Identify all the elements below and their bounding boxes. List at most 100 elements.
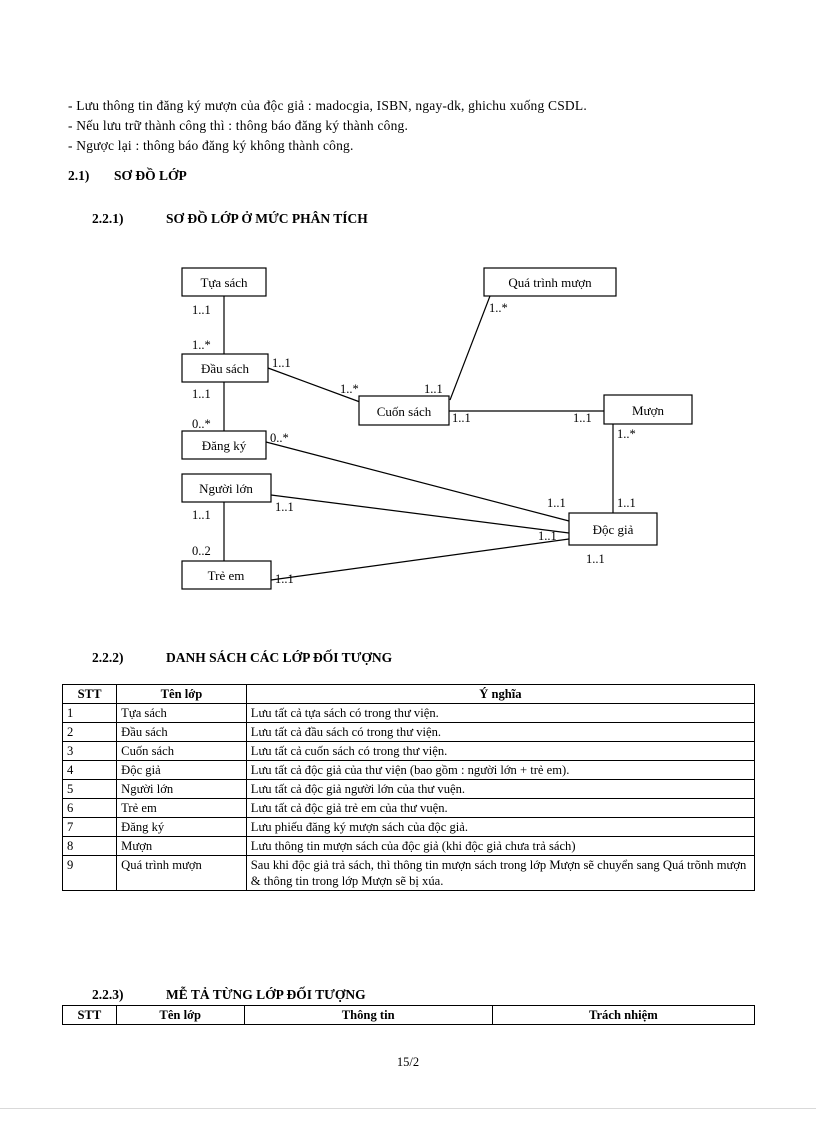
heading-2-2-2-number: 2.2.2) [92, 650, 124, 665]
class-box-nguoi-lon [181, 473, 272, 503]
header-stt: STT [61, 684, 118, 704]
class-box-tua-sach [181, 267, 267, 297]
heading-2-2-3-number: 2.2.3) [92, 987, 124, 1002]
table-row: 7 Đăng ký Lưu phiếu đăng ký mượn sách củ… [61, 817, 756, 837]
cell-stt: 7 [61, 817, 118, 837]
page-number: 15/2 [396, 1055, 420, 1069]
mult-nguoilon-docgia-right: 1..1 [538, 529, 557, 543]
table-object-classes: STT Tên lớp Ý nghĩa 1 Tựa sách Lưu tất c… [61, 684, 756, 891]
class-box-muon [603, 394, 693, 425]
cell-ten-lop: Trẻ em [116, 798, 247, 818]
mult-nguoilon-treem-bottom: 0..2 [192, 544, 211, 558]
cell-stt: 5 [61, 779, 118, 799]
assoc-line-treem-docgia [270, 538, 570, 581]
mult-muon-docgia-top: 1..* [617, 427, 636, 441]
mult-treem-docgia-left: 1..1 [275, 572, 294, 586]
table-row: 9 Quá trình mượn Sau khi độc giả trả sác… [61, 855, 756, 891]
cell-ten-lop: Đầu sách [116, 722, 247, 742]
page-bottom-rule [0, 1108, 816, 1109]
intro-line-2: - Nếu lưu trữ thành công thì : thông báo… [68, 118, 409, 133]
header-ten-lop: Tên lớp [115, 1005, 245, 1025]
class-label-tre-em: Trẻ em [208, 568, 245, 583]
header-ten-lop: Tên lớp [116, 684, 247, 704]
cell-y-nghia: Lưu tất cả tựa sách có trong thư viện. [245, 703, 756, 723]
heading-2-1-number: 2.1) [68, 168, 90, 183]
table-row: 2 Đầu sách Lưu tất cả đầu sách có trong … [61, 722, 756, 742]
mult-muon-docgia-bottom: 1..1 [617, 496, 636, 510]
cell-y-nghia: Lưu tất cả độc giả trẻ em của thư vuện. [245, 798, 756, 818]
table-row: 8 Mượn Lưu thông tin mượn sách của độc g… [61, 836, 756, 856]
class-label-tua-sach: Tựa sách [200, 275, 248, 290]
cell-stt: 3 [61, 741, 118, 761]
cell-stt: 6 [61, 798, 118, 818]
class-label-nguoi-lon: Người lớn [199, 481, 253, 496]
heading-section-2-2-2: 2.2.2) DANH SÁCH CÁC LỚP ĐỐI TƯỢNG [92, 650, 392, 666]
uml-class-diagram: Tựa sách Đầu sách Cuốn sách Quá trình mư… [0, 250, 816, 610]
class-box-dang-ky [181, 430, 267, 460]
header-trach-nhiem: Trách nhiệm [491, 1005, 756, 1025]
mult-treem-docgia-right: 1..1 [586, 552, 605, 566]
heading-section-2-2-3: 2.2.3) MỄ TẢ TỪNG LỚP ĐỐI TƯỢNG [92, 987, 366, 1003]
mult-cuonsach-muon-right: 1..1 [573, 411, 592, 425]
cell-stt: 9 [61, 855, 118, 891]
class-box-qua-trinh-muon [483, 267, 617, 297]
table-row: 3 Cuốn sách Lưu tất cả cuốn sách có tron… [61, 741, 756, 761]
mult-dausach-dangky-bottom: 0..* [192, 417, 211, 431]
cell-stt: 8 [61, 836, 118, 856]
intro-line-1: - Lưu thông tin đăng ký mượn của độc giả… [68, 98, 587, 113]
mult-dangky-docgia-right: 1..1 [547, 496, 566, 510]
cell-ten-lop: Đăng ký [116, 817, 247, 837]
class-label-cuon-sach: Cuốn sách [377, 404, 432, 419]
table-row: 1 Tựa sách Lưu tất cả tựa sách có trong … [61, 703, 756, 723]
mult-dausach-cuonsach-right: 1..* [340, 382, 359, 396]
class-label-dau-sach: Đầu sách [201, 361, 250, 376]
mult-dangky-docgia-left: 0..* [270, 431, 289, 445]
mult-tuasach-dausach-bottom: 1..* [192, 338, 211, 352]
assoc-line-cuonsach-quatrinhmuon [449, 295, 491, 401]
mult-cuonsach-muon-left: 1..1 [452, 411, 471, 425]
header-y-nghia: Ý nghĩa [245, 684, 756, 704]
assoc-line-dausach-cuonsach [267, 367, 361, 403]
cell-ten-lop: Mượn [116, 836, 247, 856]
mult-dausach-dangky-top: 1..1 [192, 387, 211, 401]
mult-dausach-cuonsach-left: 1..1 [272, 356, 291, 370]
heading-2-2-3-title: MỄ TẢ TỪNG LỚP ĐỐI TƯỢNG [166, 987, 366, 1002]
intro-line-3: - Ngược lại : thông báo đăng ký không th… [68, 138, 354, 153]
class-box-tre-em [181, 560, 272, 590]
class-label-qua-trinh-muon: Quá trình mượn [508, 275, 592, 290]
cell-ten-lop: Tựa sách [116, 703, 247, 723]
header-stt: STT [62, 1005, 117, 1025]
assoc-line-nguoilon-docgia [270, 494, 570, 534]
cell-y-nghia: Lưu tất cả độc giả của thư viện (bao gồm… [245, 760, 756, 780]
mult-nguoilon-docgia-left: 1..1 [275, 500, 294, 514]
class-box-cuon-sach [358, 395, 450, 426]
table-row: 6 Trẻ em Lưu tất cả độc giả trẻ em của t… [61, 798, 756, 818]
mult-nguoilon-treem-top: 1..1 [192, 508, 211, 522]
class-label-dang-ky: Đăng ký [202, 438, 247, 453]
intro-paragraph: - Lưu thông tin đăng ký mượn của độc giả… [68, 96, 768, 156]
heading-2-1-title: SƠ ĐỒ LỚP [114, 168, 187, 183]
cell-ten-lop: Quá trình mượn [116, 855, 247, 891]
mult-quatrinh-end: 1..* [489, 301, 508, 315]
table-row: 4 Độc giả Lưu tất cả độc giả của thư việ… [61, 760, 756, 780]
cell-ten-lop: Người lớn [116, 779, 247, 799]
class-box-dau-sach [181, 353, 269, 383]
heading-2-2-1-title: SƠ ĐỒ LỚP Ở MỨC PHÂN TÍCH [166, 211, 368, 226]
table-header-row: STT Tên lớp Ý nghĩa [61, 684, 756, 704]
cell-y-nghia: Sau khi độc giả trả sách, thì thông tin … [245, 855, 756, 891]
class-label-muon: Mượn [632, 403, 664, 418]
table-header-row: STT Tên lớp Thông tin Trách nhiệm [62, 1005, 756, 1025]
cell-y-nghia: Lưu tất cả cuốn sách có trong thư viện. [245, 741, 756, 761]
cell-ten-lop: Cuốn sách [116, 741, 247, 761]
mult-tuasach-dausach-top: 1..1 [192, 303, 211, 317]
table-row: 5 Người lớn Lưu tất cả độc giả người lớn… [61, 779, 756, 799]
cell-y-nghia: Lưu phiếu đăng ký mượn sách của độc giả. [245, 817, 756, 837]
table-class-detail: STT Tên lớp Thông tin Trách nhiệm [62, 1005, 756, 1025]
heading-2-2-1-number: 2.2.1) [92, 211, 124, 226]
cell-stt: 1 [61, 703, 118, 723]
mult-cuonsach-quatrinh: 1..1 [424, 382, 443, 396]
heading-section-2-1: 2.1) SƠ ĐỒ LỚP [68, 168, 187, 184]
header-thong-tin: Thông tin [243, 1005, 493, 1025]
cell-y-nghia: Lưu tất cả đầu sách có trong thư viện. [245, 722, 756, 742]
heading-2-2-2-title: DANH SÁCH CÁC LỚP ĐỐI TƯỢNG [166, 650, 393, 665]
